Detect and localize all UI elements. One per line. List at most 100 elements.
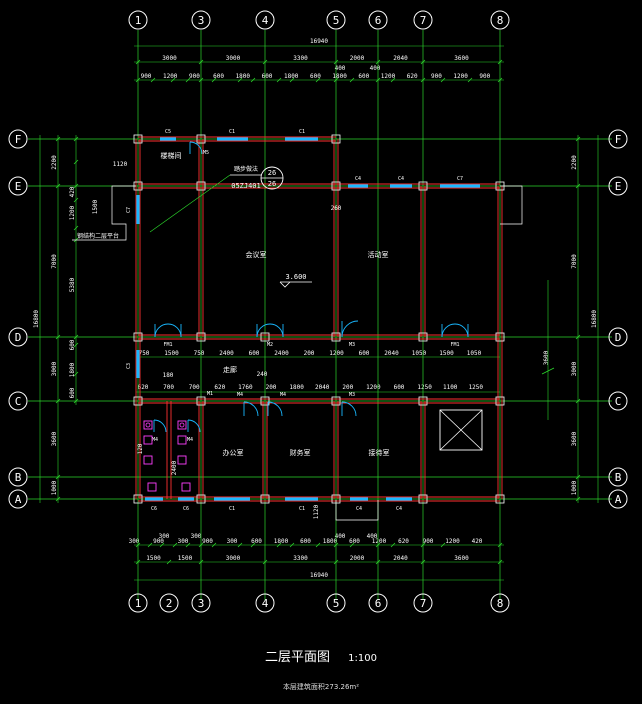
dim-text: 1200	[453, 73, 468, 80]
dim-text: 1500	[439, 350, 454, 357]
axis-label: 1	[135, 14, 142, 27]
dim-text: 1500	[146, 555, 161, 562]
dim-tick	[237, 542, 243, 548]
dim-text: 600	[300, 538, 311, 545]
dim-text: 900	[189, 73, 200, 80]
dim-text: 2000	[350, 555, 365, 562]
dim-text: 600	[213, 73, 224, 80]
dim-text: 1200	[329, 350, 344, 357]
basin	[179, 422, 185, 428]
window	[136, 350, 140, 378]
dim-text: 600	[69, 339, 76, 350]
column	[196, 181, 206, 191]
window	[145, 497, 163, 501]
door-tag: M4	[152, 437, 158, 443]
dim-text: 3600	[454, 555, 469, 562]
window-tag: C7	[126, 207, 132, 213]
column	[418, 332, 428, 342]
dim-text: 7000	[571, 254, 578, 269]
dim-tick	[467, 77, 473, 83]
dim-text: 420	[472, 538, 483, 545]
dim-tick	[73, 197, 79, 203]
dim-break	[541, 367, 555, 375]
drawing-title-block: 二层平面图 1:100	[0, 646, 642, 665]
dim-text: 900	[153, 538, 164, 545]
axis-label: 7	[420, 597, 427, 610]
window	[350, 497, 368, 501]
entry-outline	[335, 500, 379, 521]
dim-text: 400	[367, 533, 378, 540]
dim-text: 1800	[332, 73, 347, 80]
dim-text: 180	[163, 372, 174, 379]
toilet-fixture	[177, 455, 187, 465]
dim-text: 1250	[469, 384, 484, 391]
dim-text: 2400	[171, 460, 178, 475]
level-mark	[279, 281, 291, 288]
axis-label: C	[615, 395, 622, 408]
window	[178, 497, 194, 501]
basin	[145, 422, 151, 428]
annotations: 楼梯间会议室活动室走廊办公室财务室接待室钢结构二层平台踏步做法05ZJ40126…	[77, 151, 390, 519]
axis-bubble	[608, 176, 628, 196]
toilet-fixture	[143, 455, 153, 465]
dim-text: 200	[266, 384, 277, 391]
axis-bubble	[8, 467, 28, 487]
dim-tick	[73, 225, 79, 231]
column	[495, 396, 505, 406]
door-swing	[267, 401, 283, 417]
dim-tick	[289, 542, 295, 548]
door-tag: M3	[349, 392, 355, 398]
dim-text: 620	[138, 384, 149, 391]
toilet-fixture	[177, 435, 187, 445]
dim-tick	[170, 77, 176, 83]
axis-bubble	[255, 10, 275, 30]
dim-tick	[315, 542, 321, 548]
axis-label: F	[615, 133, 622, 146]
dim-text: 1200	[372, 538, 387, 545]
axis-bubble	[490, 593, 510, 613]
window-tag: C4	[398, 176, 404, 182]
dim-text: 300	[178, 538, 189, 545]
axis-bubble	[8, 129, 28, 149]
window	[390, 184, 412, 188]
column	[133, 332, 143, 342]
dim-text: 3600	[543, 350, 550, 365]
dim-text: 750	[139, 350, 150, 357]
toilet-fixture	[177, 420, 187, 430]
column	[495, 332, 505, 342]
dim-text: 2040	[393, 55, 408, 62]
window-tag: C3	[126, 363, 132, 369]
window-tag: C4	[355, 176, 361, 182]
dim-text: 700	[189, 384, 200, 391]
dim-text: 2040	[393, 555, 408, 562]
dim-text: 600	[394, 384, 405, 391]
area-note: 本层建筑面积273.26m²	[282, 683, 360, 691]
dim-text: 1760	[238, 384, 253, 391]
dim-tick	[73, 371, 79, 377]
axis-bubble	[8, 489, 28, 509]
axis-label: 4	[262, 597, 269, 610]
dim-text: 3000	[226, 555, 241, 562]
dim-tick	[73, 159, 79, 165]
dim-text: 1800	[289, 384, 304, 391]
axis-bubble	[368, 10, 388, 30]
platform-label: 钢结构二层平台	[77, 232, 119, 240]
dim-text: 400	[370, 65, 381, 72]
window-tag: C7	[457, 176, 463, 182]
axis-bubble	[608, 391, 628, 411]
column	[196, 396, 206, 406]
column	[331, 332, 341, 342]
room-label: 楼梯间	[161, 151, 182, 160]
window	[160, 137, 176, 141]
dim-text: 2200	[571, 155, 578, 170]
axis-bubble	[368, 593, 388, 613]
door-tag: M3	[349, 342, 355, 348]
dim-text: 240	[257, 371, 268, 378]
dim-text: 1200	[163, 73, 178, 80]
door-tag: M2	[267, 342, 273, 348]
axis-label: 5	[333, 597, 340, 610]
axis-bubble	[608, 489, 628, 509]
axis-label: A	[615, 493, 622, 506]
axis-bubble	[608, 129, 628, 149]
